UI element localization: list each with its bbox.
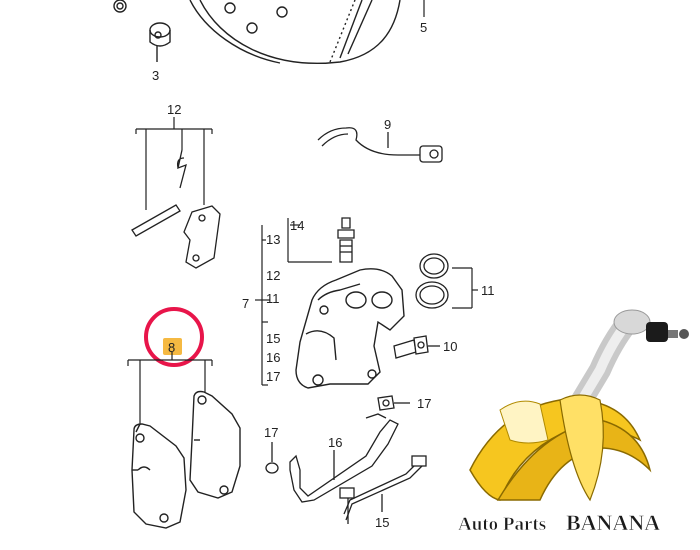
label-3: 3 [152,68,159,83]
label-5: 5 [420,20,427,35]
label-17-left: 17 [266,369,280,384]
label-16-left: 16 [266,350,280,365]
piston-seals [415,253,449,309]
caliper-bolt-10 [393,335,440,359]
label-16-bottom: 16 [328,435,342,450]
label-17-right: 17 [417,396,431,411]
bolt-17-right [377,395,410,411]
label-12-caliper: 12 [266,268,280,283]
brand-banana: BANANA [566,510,660,535]
bleeder-screw [337,217,355,263]
brake-pad-inner [131,423,187,529]
bracket-11-right [452,267,478,309]
label-12-group: 12 [167,102,181,117]
label-13: 13 [266,232,280,247]
rotor-bolt [113,0,127,13]
part-8-badge [163,338,182,355]
brake-pad-outer [189,390,241,499]
label-11-right: 11 [481,283,495,298]
label-7: 7 [242,296,249,311]
guide-pin [131,204,181,237]
bracket-12 [135,117,213,210]
wear-sensor-9 [317,127,443,163]
label-10: 10 [443,339,457,354]
label-17-bottom: 17 [264,425,278,440]
label-15-left: 15 [266,331,280,346]
caliper-bracket [255,218,332,386]
retaining-clip [176,149,187,189]
brake-line-15 [339,455,427,524]
bolt-17-bottom [265,442,279,474]
brand-auto-parts: Auto Parts [458,514,546,535]
bracket-8 [127,352,213,425]
label-15-bottom: 15 [375,515,389,530]
label-14: 14 [290,218,304,233]
label-8: 8 [168,340,175,355]
highlight-circle [144,307,204,367]
brake-rotor [189,0,401,64]
spring-plate-16 [289,413,399,503]
label-9: 9 [384,117,391,132]
caliper-body [295,268,405,389]
label-11-left: 11 [266,291,280,306]
banana-logo [469,394,652,502]
anti-rattle-spring [183,205,221,269]
part-3-plug [149,22,171,62]
